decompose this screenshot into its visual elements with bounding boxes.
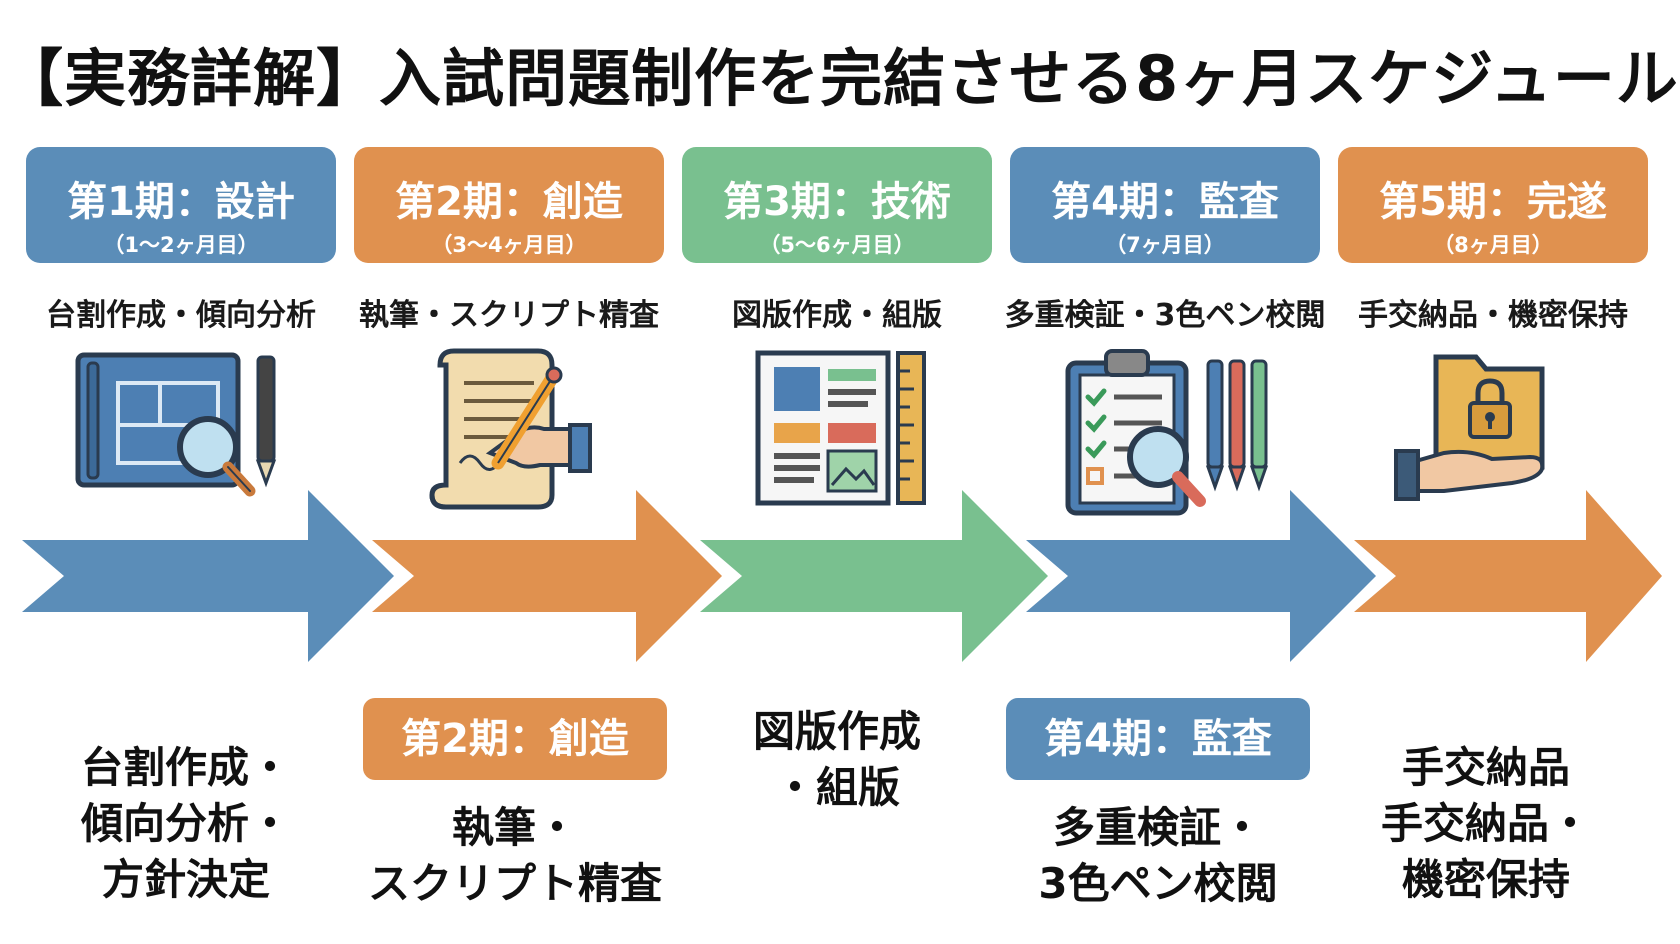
bottom-col-3: 図版作成 ・組版	[692, 704, 982, 816]
phase-4-header: 第4期：監査 （7ヶ月目）	[1010, 147, 1320, 263]
bottom-col-2: 執筆・ スクリプト精査	[340, 800, 690, 912]
phase-2-period: （3〜4ヶ月目）	[431, 233, 587, 257]
blueprint-magnifier-icon	[75, 352, 277, 497]
phase-2-header: 第2期：創造 （3〜4ヶ月目）	[354, 147, 664, 263]
phase-5-task: 手交納品・機密保持	[1358, 298, 1628, 333]
phase-3-header: 第3期：技術 （5〜6ヶ月目）	[682, 147, 992, 263]
phase-3-period: （5〜6ヶ月目）	[759, 233, 915, 257]
phase-1-period: （1〜2ヶ月目）	[103, 233, 259, 257]
bottom-col-4: 多重検証・ 3色ペン校閲	[983, 800, 1333, 912]
clipboard-checklist-pens-icon	[1065, 349, 1269, 516]
phase-4-period: （7ヶ月目）	[1105, 233, 1225, 257]
bottom-col-1-line-3: 方針決定	[101, 855, 270, 904]
arrow-phase-2	[372, 490, 722, 662]
phase-1-task: 台割作成・傾向分析	[46, 298, 316, 333]
phase-5-title: 第5期：完遂	[1379, 179, 1607, 225]
bottom-col-3-line-2: ・組版	[773, 763, 900, 812]
phase-4-title: 第4期：監査	[1051, 179, 1279, 225]
hand-locked-folder-icon	[1394, 354, 1545, 501]
page-title: 【実務詳解】入試問題制作を完結させる8ヶ月スケジュール	[1, 42, 1679, 115]
page-layout-ruler-icon	[755, 350, 926, 506]
phase-1-title: 第1期：設計	[67, 179, 295, 225]
bottom-phase-4-label: 第4期：監査	[1006, 698, 1310, 780]
arrow-phase-5	[1354, 490, 1662, 662]
bottom-col-5-line-3: 機密保持	[1401, 855, 1570, 904]
bottom-col-5: 手交納品 手交納品・ 機密保持	[1336, 740, 1636, 908]
phase-5-header: 第5期：完遂 （8ヶ月目）	[1338, 147, 1648, 263]
arrow-phase-1	[22, 490, 394, 662]
phase-2-task: 執筆・スクリプト精査	[359, 298, 659, 333]
arrow-phase-4	[1026, 490, 1376, 662]
phase-3-task: 図版作成・組版	[732, 298, 942, 333]
bottom-col-1: 台割作成・ 傾向分析・ 方針決定	[36, 740, 336, 908]
bottom-col-2-line-2: スクリプト精査	[367, 859, 662, 908]
bottom-col-1-line-2: 傾向分析・	[80, 799, 291, 848]
bottom-col-5-line-1: 手交納品	[1401, 743, 1570, 792]
timeline-arrows	[22, 490, 1662, 662]
bottom-col-5-line-2: 手交納品・	[1380, 799, 1591, 848]
phase-3-title: 第3期：技術	[723, 179, 951, 225]
bottom-col-4-line-1: 多重検証・	[1052, 803, 1263, 852]
bottom-col-1-line-1: 台割作成・	[80, 743, 291, 792]
scroll-pencil-hand-icon	[429, 348, 592, 510]
bottom-col-2-line-1: 執筆・	[451, 803, 578, 852]
bottom-col-4-line-2: 3色ペン校閲	[1038, 859, 1278, 908]
bottom-phase-2-label: 第2期：創造	[363, 698, 667, 780]
bottom-col-3-line-1: 図版作成	[752, 707, 921, 756]
phase-2-title: 第2期：創造	[395, 179, 623, 225]
arrow-phase-3	[700, 490, 1048, 662]
phase-4-task: 多重検証・3色ペン校閲	[1004, 298, 1326, 333]
phase-1-header: 第1期：設計 （1〜2ヶ月目）	[26, 147, 336, 263]
phase-5-period: （8ヶ月目）	[1433, 233, 1553, 257]
